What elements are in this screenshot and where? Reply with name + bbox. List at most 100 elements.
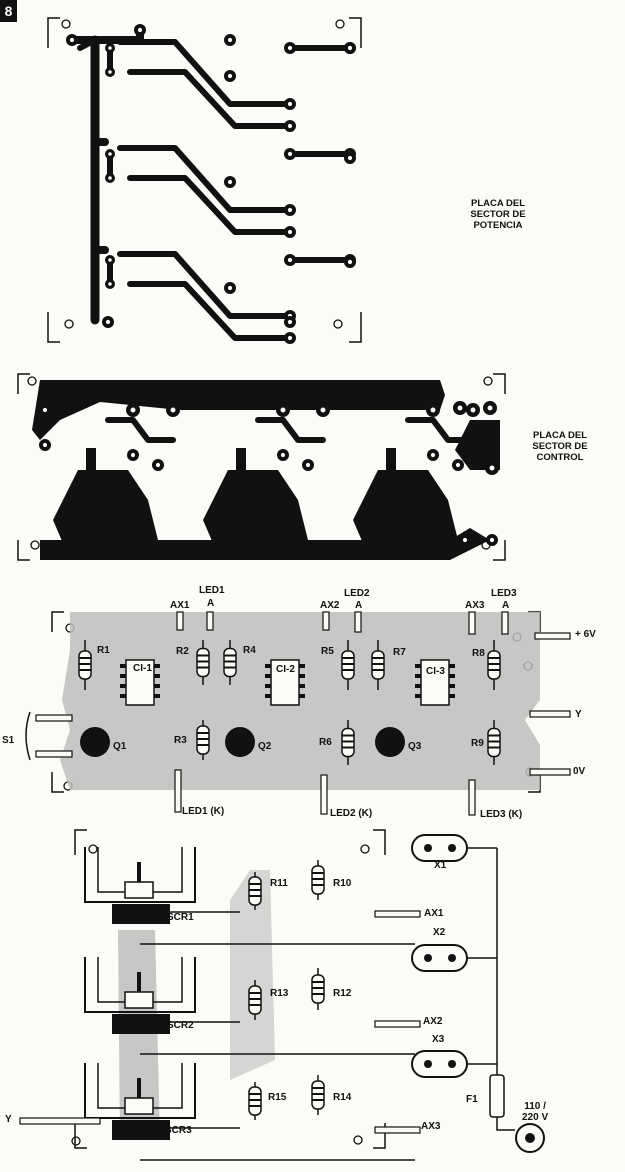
transistor-body [225,727,255,757]
label-led2-k: LED2 (K) [330,808,373,819]
corner-mark [349,17,362,48]
pad-hole [287,257,293,263]
ic-pin [415,684,421,688]
label-ax2-control: AX2 [320,600,340,611]
pad-hole [108,282,112,286]
pad-hole [305,462,311,468]
label-ax3-power: AX3 [421,1121,441,1132]
outlet-pin [424,844,432,852]
corner-mark [47,17,60,48]
ic-pin [299,684,305,688]
mounting-hole [88,844,98,854]
terminal-wire [501,611,509,635]
ic-pin [120,694,126,698]
label-q3: Q3 [408,741,422,752]
scr-body [112,1014,170,1034]
ic-pin [120,684,126,688]
label-led2: LED2 [344,588,370,599]
outlet-pin [448,844,456,852]
shaded-copper [118,930,160,1140]
mains-plug-pin [525,1133,535,1143]
label-r15: R15 [268,1092,287,1103]
transistor-body [80,727,110,757]
pad-hole [287,229,293,235]
terminal-wire [174,769,182,813]
control-board-caption: PLACA DEL SECTOR DE CONTROL [532,430,588,463]
transistor-body [375,727,405,757]
terminal-wire [468,779,476,816]
corner-mark [47,312,60,343]
label-r12: R12 [333,988,352,999]
corner-mark [17,540,30,561]
pad-hole [227,37,233,43]
label-r13: R13 [270,988,289,999]
scr-nut [124,1097,154,1115]
ic-pin [120,664,126,668]
pad-hole [455,462,461,468]
outlet [411,1050,468,1078]
terminal-wire [374,1126,421,1134]
corner-mark [373,829,386,855]
outlet [411,944,468,972]
label-ax1-control: AX1 [170,600,190,611]
corner-mark [17,373,30,394]
pad-hole [105,319,111,325]
ic-pads [236,448,246,488]
label-ax3-control: AX3 [465,600,485,611]
mounting-hole [483,376,493,386]
ic-pin [154,664,160,668]
outlet-pin [424,954,432,962]
ic-pin [154,684,160,688]
label-0v: 0V [573,766,586,777]
pad-hole [457,405,463,411]
figure-number: 8 [0,0,17,22]
ic-pin [265,684,271,688]
outlet-pin [448,1060,456,1068]
pad-hole [462,537,468,543]
label-led1-k: LED1 (K) [182,806,225,817]
label-led1: LED1 [199,585,225,596]
shaded-copper [60,612,540,790]
pcb-trace [117,145,293,213]
copper-pour-bottom [40,528,490,560]
pad-hole [489,465,495,471]
pad-hole [137,27,143,33]
pad-hole [430,407,436,413]
pad-hole [287,151,293,157]
pad-hole [227,179,233,185]
label-f1: F1 [466,1094,478,1105]
label-r8: R8 [472,648,485,659]
corner-mark [349,312,362,343]
terminal-wire [534,632,571,640]
terminal-wire [322,611,330,631]
pcb-trace [117,39,293,107]
pad-hole [108,70,112,74]
pad-hole [42,442,48,448]
label-x1: X1 [434,860,447,871]
pad-hole [287,101,293,107]
pad-hole [347,259,353,265]
mounting-hole [360,844,370,854]
label-ci3: CI-3 [426,666,445,677]
label-ci2: CI-2 [276,664,295,675]
heatsink [84,1063,196,1119]
ic-pin [265,674,271,678]
label-led3-k: LED3 (K) [480,809,523,820]
ic-pin [120,674,126,678]
pad-hole [227,285,233,291]
label-r5: R5 [321,646,334,657]
pad-hole [280,407,286,413]
pad-hole [487,405,493,411]
corner-mark [74,1123,87,1149]
pcb-trace [405,417,476,443]
ic-pin [154,674,160,678]
terminal-wire [176,611,184,631]
scr-nut [124,881,154,899]
label-r6: R6 [319,737,332,748]
shaded-copper [230,870,275,1080]
label-r1: R1 [97,645,110,656]
mounting-hole [61,19,71,29]
ic-pin [415,664,421,668]
ic-pin [265,694,271,698]
